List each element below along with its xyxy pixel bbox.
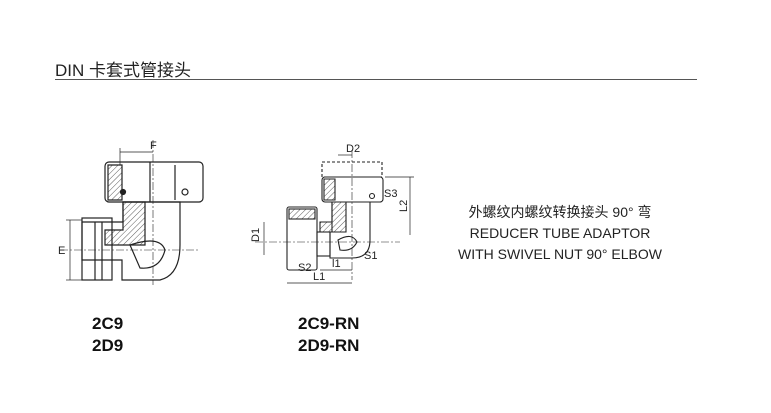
drawing-2c9-rn [255,150,414,284]
description-cn: 外螺纹内螺纹转换接头 90° 弯 [468,204,652,220]
dim-label-l2: L2 [398,200,410,212]
title-divider [55,79,697,80]
description-en-line1: REDUCER TUBE ADAPTOR [469,225,651,241]
dim-label-l1: L1 [313,271,325,283]
product-code: 2C9 [92,314,124,333]
product-code: 2D9-RN [298,336,360,355]
dim-label-d1: D1 [250,228,262,242]
product-description: 外螺纹内螺纹转换接头 90° 弯 REDUCER TUBE ADAPTOR WI… [440,202,680,265]
description-en-line2: WITH SWIVEL NUT 90° ELBOW [458,246,662,262]
dim-label-f: F [150,140,157,152]
dim-label-s1: S1 [364,250,377,262]
drawing-2c9 [60,140,204,285]
dim-label-e: E [58,245,65,257]
dim-label-l1-small: l1 [332,258,341,270]
dim-label-s2: S2 [298,262,311,274]
product-code: 2C9-RN [298,314,360,333]
product-code: 2D9 [92,336,124,355]
dim-label-d2: D2 [346,143,360,155]
page-title: DIN 卡套式管接头 [55,61,191,80]
dim-label-s3: S3 [384,188,397,200]
